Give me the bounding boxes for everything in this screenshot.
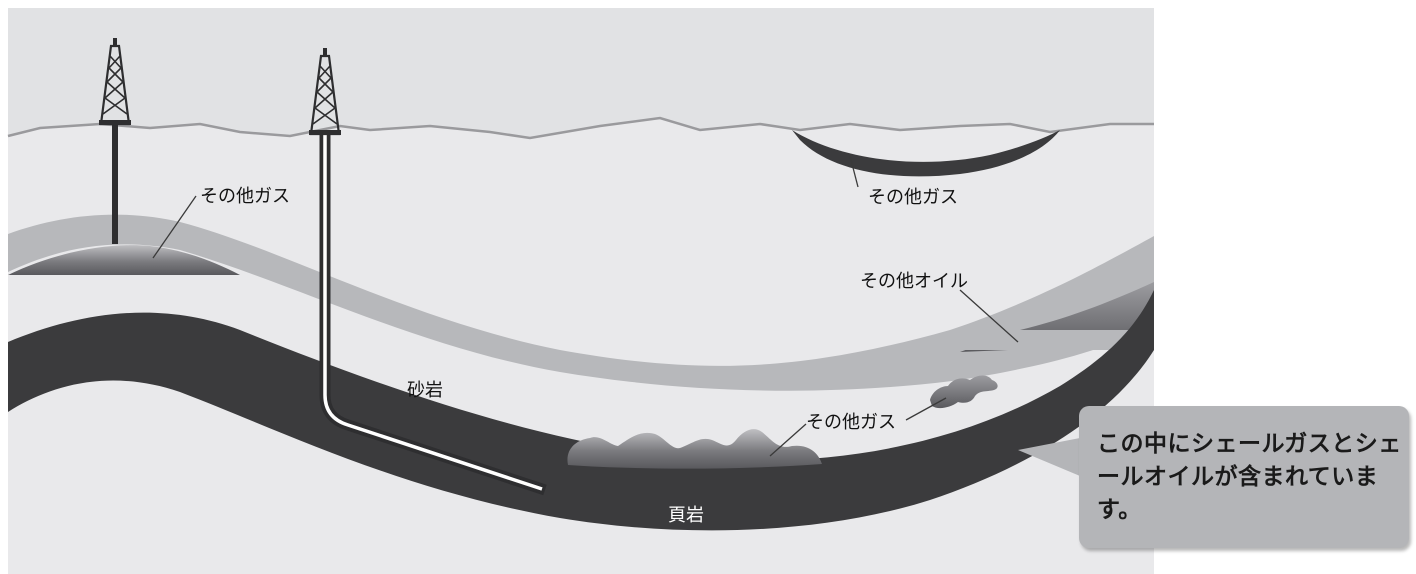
shale-layer [8,290,1154,531]
label-sandstone: 砂岩 [407,380,443,401]
well-pipe-horizontal-inner [323,130,543,491]
oil-layer-band [960,330,1154,350]
drilling-rig-icon [309,48,341,136]
leader-gas-left [152,195,197,259]
gas-trap-band [792,130,1060,177]
label-gas-top-right: その他ガス [868,187,958,208]
label-oil-right: その他オイル [860,271,968,292]
gas-pocket-bottom [567,429,822,469]
ground-surface-line [7,116,1154,140]
drilling-rig-icon [99,38,131,126]
label-gas-bottom: その他ガス [806,412,896,433]
sky-area [8,8,1154,138]
leader-gas-bottom-2 [769,423,807,457]
leader-gas-top-right [849,155,859,188]
gas-pocket-left [8,245,240,275]
gas-pocket-small [930,375,998,409]
label-gas-left: その他ガス [200,186,290,207]
well-pipe-left [112,120,118,244]
leader-oil-right [959,289,1019,343]
label-shale: 頁岩 [668,505,704,526]
leader-gas-bottom [905,397,947,421]
callout-text: この中にシェールガスとシェールオイルが含まれています。 [1097,431,1402,523]
callout-pointer [1018,438,1080,476]
explanation-callout: この中にシェールガスとシェールオイルが含まれています。 [1079,406,1409,548]
sandstone-layer [8,214,1154,391]
